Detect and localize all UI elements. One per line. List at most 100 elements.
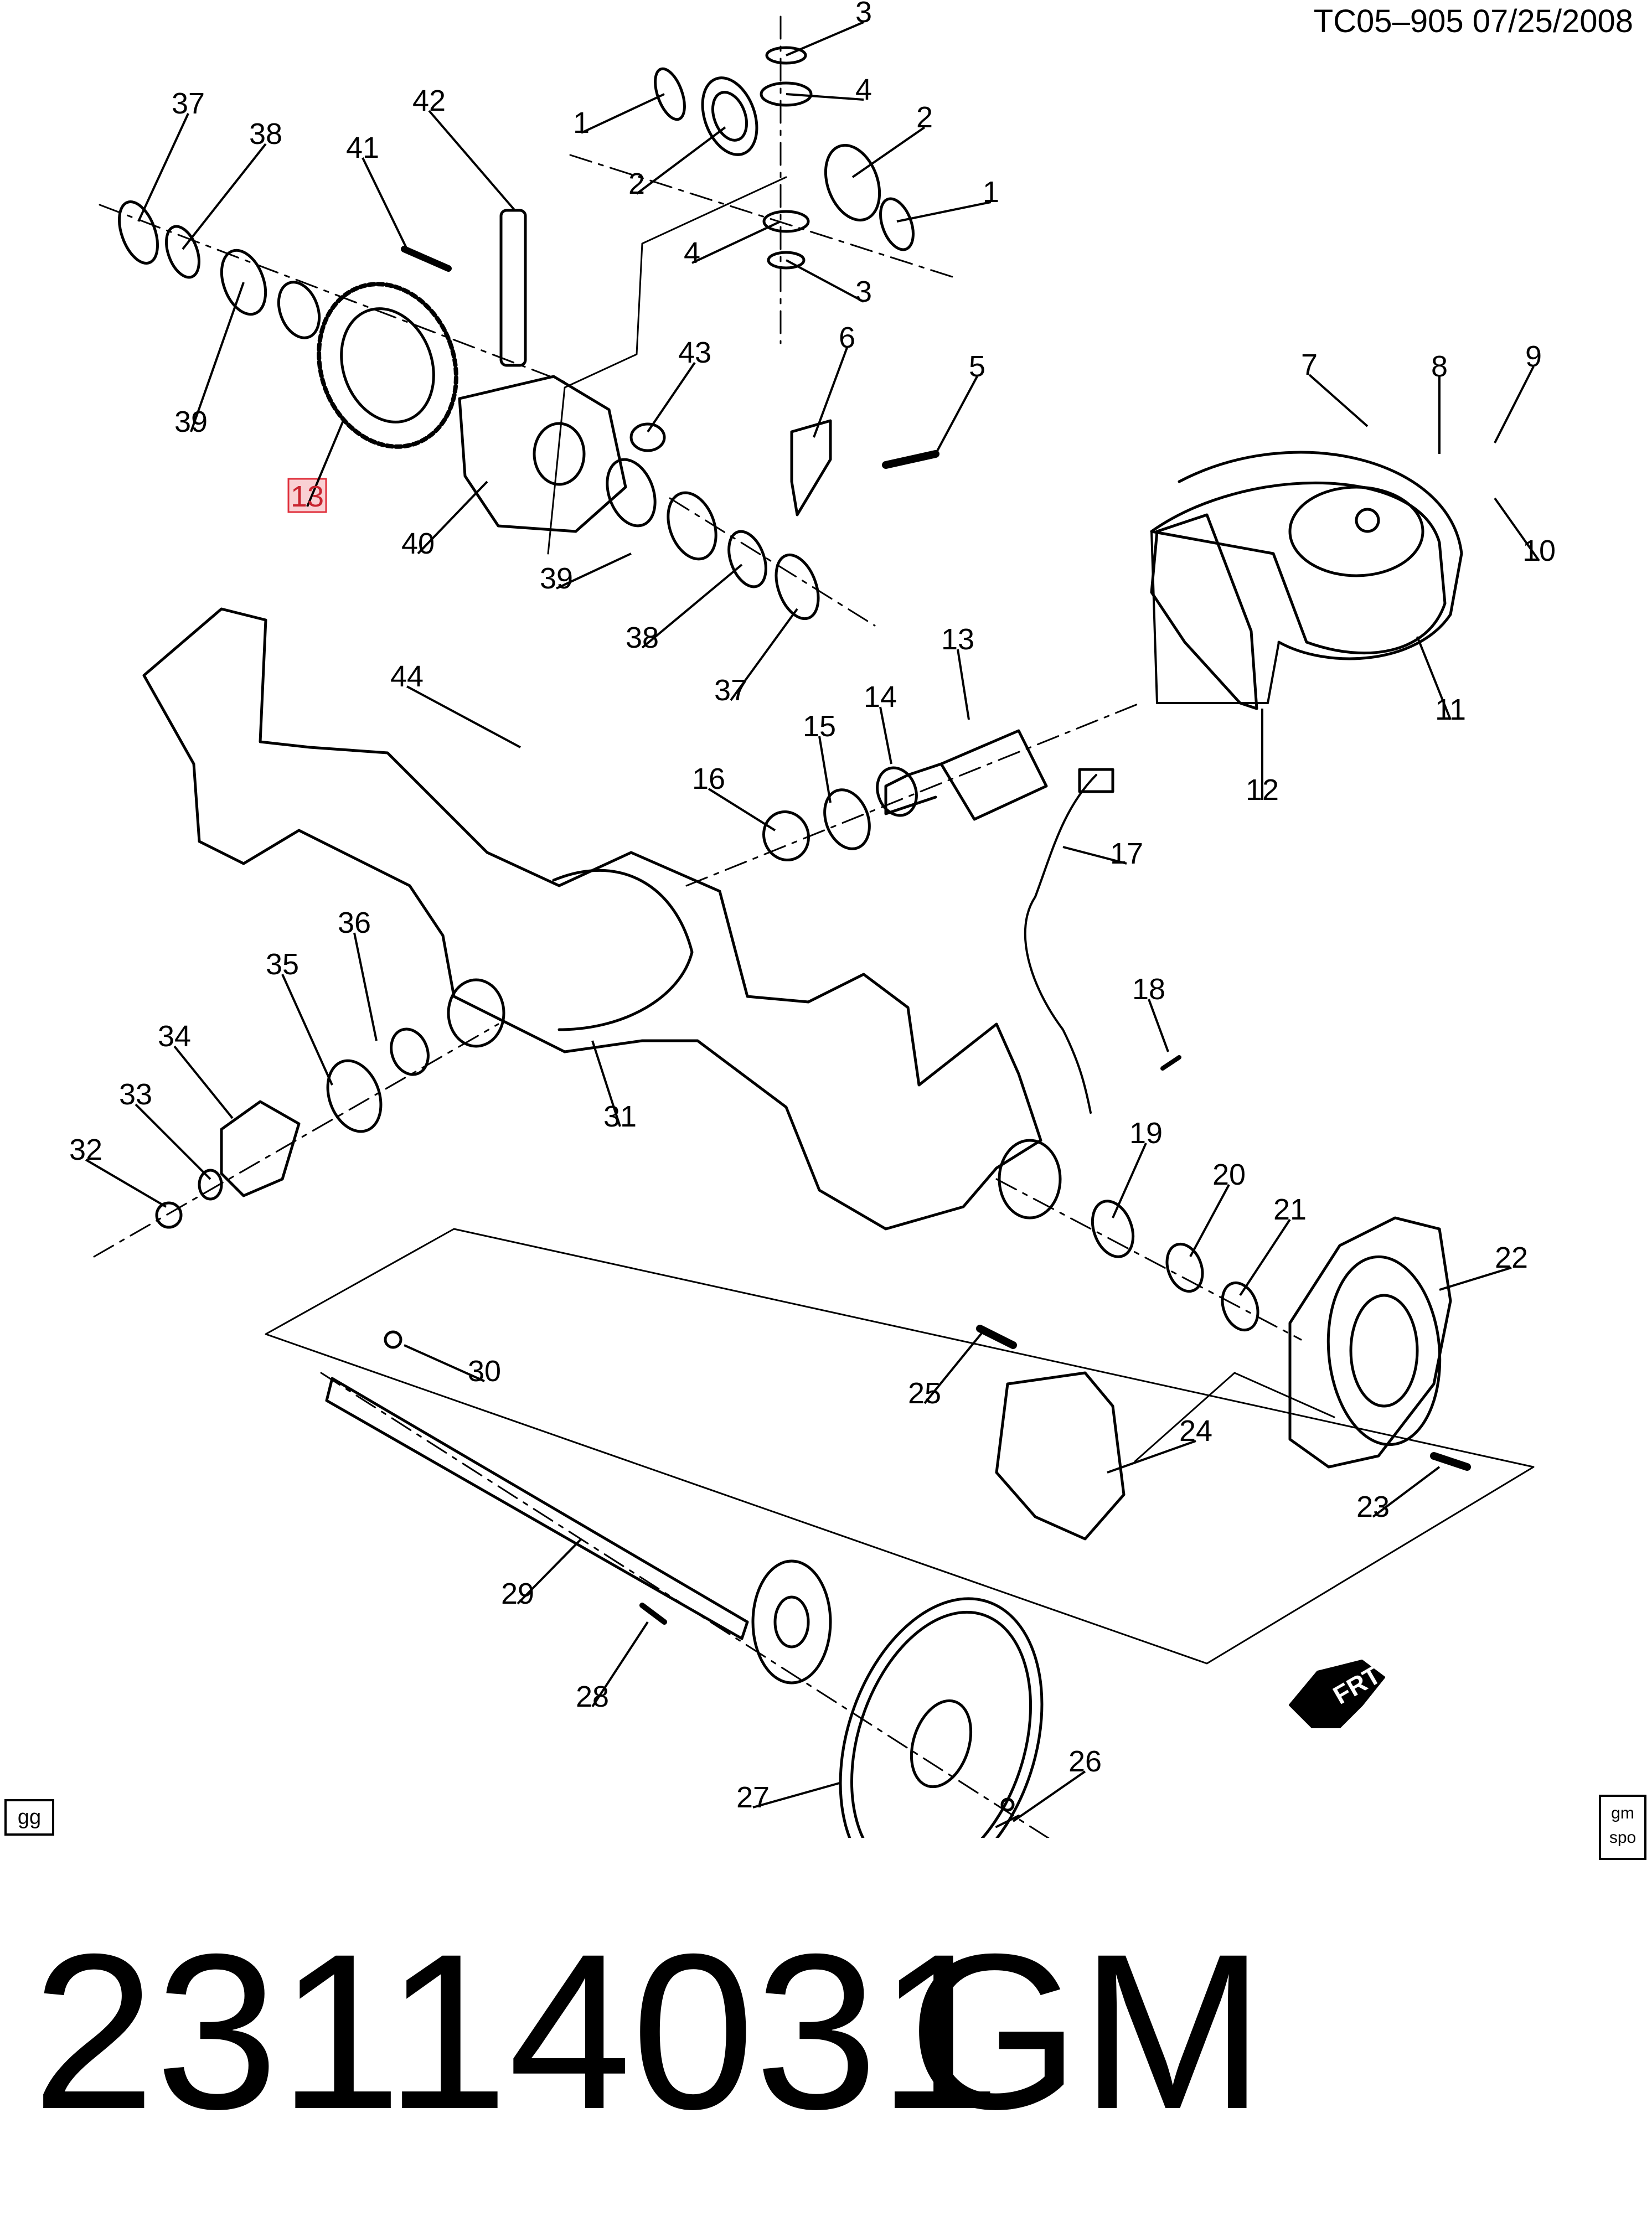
front-arrow-icon: FRT <box>1289 1660 1385 1728</box>
gasket-outline <box>1150 530 1280 704</box>
part-number: 23114031 <box>32 1908 1001 2155</box>
callout-leader-c35 <box>281 974 333 1086</box>
callout-leader-c13a <box>306 420 344 507</box>
callout-label-c34: 34 <box>158 1020 191 1053</box>
gm-badge-text: gm <box>1611 1804 1634 1822</box>
callout-leader-c4a <box>786 93 864 101</box>
callout-leader-c44 <box>406 685 521 748</box>
callout-leader-c37a <box>137 113 189 222</box>
pinion-gear-axis-line <box>569 154 953 278</box>
callout-leader-c26 <box>1012 1770 1086 1822</box>
callout-label-c29: 29 <box>501 1577 534 1610</box>
ring-gear-bolt <box>401 246 452 272</box>
callout-label-c12: 12 <box>1246 773 1279 807</box>
bearing-cap-bolt <box>882 450 939 469</box>
callout-leader-c22 <box>1439 1267 1512 1291</box>
callout-leader-c11 <box>1416 636 1452 720</box>
callout-leader-c19 <box>1112 1143 1147 1218</box>
caliper-part <box>995 1371 1126 1541</box>
callout-label-c7: 7 <box>1301 348 1318 381</box>
callout-leader-c21 <box>1239 1218 1291 1296</box>
callout-label-c24: 24 <box>1179 1414 1212 1448</box>
callout-label-c1b: 1 <box>983 175 999 209</box>
axle-bearing-set <box>1091 1200 1259 1332</box>
callout-label-c42: 42 <box>412 84 446 117</box>
callout-leader-c38a <box>182 143 267 250</box>
callout-label-c25: 25 <box>908 1377 941 1410</box>
rotor-clip <box>995 1815 1020 1828</box>
callout-leader-c43 <box>647 361 696 433</box>
sensor-harness <box>1024 774 1097 1114</box>
callout-label-c5: 5 <box>969 350 985 383</box>
callout-label-c44: 44 <box>390 660 424 693</box>
gm-spo-badge: gm spo <box>1599 1795 1646 1860</box>
callout-leader-c2a <box>636 126 726 195</box>
callout-label-c1a: 1 <box>573 106 590 140</box>
callout-label-c33: 33 <box>119 1078 152 1111</box>
callout-leader-c1b <box>896 201 992 223</box>
callout-label-c22: 22 <box>1495 1241 1528 1274</box>
callout-label-c27: 27 <box>736 1781 770 1814</box>
callout-label-c31: 31 <box>603 1100 637 1133</box>
callout-leader-c39a <box>190 282 245 432</box>
callout-leader-c40 <box>417 480 488 555</box>
callout-label-c32: 32 <box>69 1133 102 1166</box>
callout-label-c36: 36 <box>338 906 371 939</box>
callout-label-c13a: 13 <box>291 480 324 513</box>
callout-label-c14: 14 <box>864 680 897 714</box>
callout-label-c2a: 2 <box>628 167 645 200</box>
callout-label-c41: 41 <box>346 131 379 164</box>
callout-label-c13b: 13 <box>941 623 974 656</box>
axle-shaft-axis-line <box>320 1372 1050 1838</box>
yoke-and-seal-part <box>155 1027 430 1229</box>
callout-label-c15: 15 <box>803 710 836 743</box>
pinion-shaft-pin <box>499 209 527 367</box>
callout-leader-c14 <box>879 706 892 764</box>
diagram-id-date: TC05–905 07/25/2008 <box>1313 3 1633 39</box>
callout-label-c21: 21 <box>1273 1193 1307 1226</box>
callout-label-c8: 8 <box>1431 350 1448 383</box>
callout-leader-c39b <box>556 552 632 590</box>
sensor-connector <box>1078 768 1114 793</box>
callout-label-c39b: 39 <box>540 562 573 595</box>
callout-label-c11: 11 <box>1435 693 1466 726</box>
callout-leader-c29 <box>517 1538 582 1605</box>
callout-leader-c24 <box>1107 1440 1196 1474</box>
callout-leader-c15 <box>818 736 832 803</box>
callout-leader-c33 <box>135 1103 211 1180</box>
callout-leader-c36 <box>353 932 378 1041</box>
callout-label-c4a: 4 <box>855 73 872 106</box>
callout-leader-c42 <box>428 110 516 211</box>
callout-leader-c31 <box>591 1040 621 1127</box>
callout-leader-c38b <box>641 564 743 649</box>
callout-label-c38a: 38 <box>249 117 282 151</box>
axle-housing-part <box>142 607 1062 1231</box>
callout-label-c38b: 38 <box>626 621 659 654</box>
callout-label-c26: 26 <box>1068 1745 1102 1778</box>
callout-leader-c1a <box>581 93 665 134</box>
callout-leader-c9 <box>1494 366 1535 443</box>
differential-case-part <box>458 375 666 533</box>
caliper-bracket-line <box>1134 1372 1335 1463</box>
brake-rotor-part <box>839 1597 1044 1838</box>
callout-label-c9: 9 <box>1525 340 1542 373</box>
exploded-axle-drawing: FRT 341221433738414239134365403938377891… <box>69 0 1556 1838</box>
pinion-axis-line <box>685 702 1142 887</box>
callout-leader-c2b <box>851 126 926 178</box>
centerline-group <box>93 16 1302 1838</box>
callout-label-c30: 30 <box>468 1355 501 1388</box>
wheel-axis-line <box>995 1178 1302 1341</box>
callout-label-c39a: 39 <box>174 405 208 438</box>
callout-label-c2b: 2 <box>916 101 933 134</box>
bearing-cap-part <box>790 419 832 516</box>
bearing-axis-line <box>669 497 876 627</box>
axle-shaft-part <box>325 1330 832 1685</box>
callout-label-c3a: 3 <box>855 0 872 29</box>
callout-leader-c18 <box>1148 999 1169 1052</box>
callout-label-c17: 17 <box>1110 837 1143 870</box>
spo-badge-text: spo <box>1609 1828 1636 1847</box>
callout-leader-c13b <box>957 649 970 720</box>
left-bearing-stack <box>118 200 321 339</box>
callout-leader-c41 <box>362 157 411 255</box>
pin-bracket-line <box>547 176 787 555</box>
